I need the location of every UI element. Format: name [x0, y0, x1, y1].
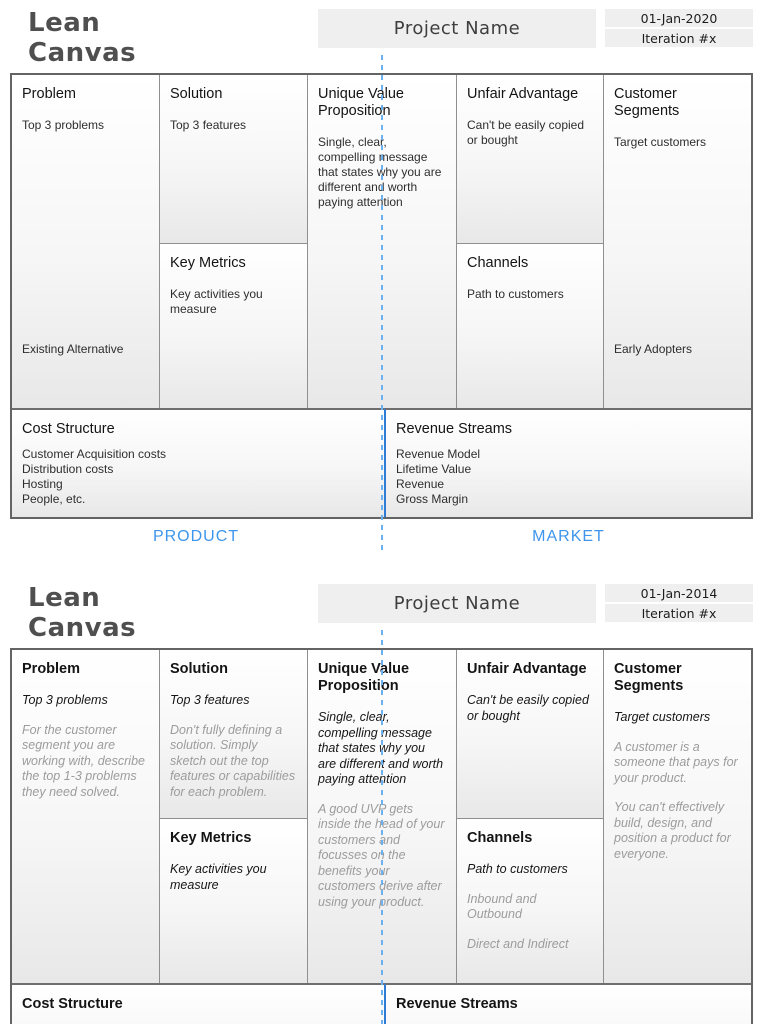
customer-segments-header: Customer Segments	[614, 86, 680, 119]
solution-header: Solution	[170, 86, 223, 102]
solution-lead: Top 3 features	[170, 693, 250, 707]
date-label: 01-Jan-2014	[640, 585, 718, 601]
uvp-header: Unique Value Proposition	[318, 661, 410, 694]
iteration-label: Iteration #x	[641, 30, 717, 46]
problem-note: For the customer segment you are working…	[22, 722, 145, 799]
project-name-box: Project Name	[318, 584, 596, 623]
customer-segments-note: A customer is a someone that pays for yo…	[614, 739, 738, 785]
product-market-divider-line	[381, 55, 383, 551]
problem-lead: Top 3 problems	[22, 693, 108, 707]
solution-cell: Solution Top 3 features	[160, 75, 308, 243]
list-item: People, etc.	[22, 492, 86, 506]
key-metrics-lead: Key activities you measure	[170, 287, 263, 316]
solution-note: Don't fully defining a solution. Simply …	[170, 722, 296, 799]
iteration-label: Iteration #x	[641, 605, 717, 621]
key-metrics-header: Key Metrics	[170, 830, 252, 846]
uvp-lead: Single, clear, compelling message that s…	[318, 135, 442, 209]
product-axis-label: PRODUCT	[152, 528, 240, 545]
early-adopters-label: Early Adopters	[614, 342, 693, 356]
solution-lead: Top 3 features	[170, 118, 247, 132]
list-item: Hosting	[22, 477, 63, 491]
problem-cell: Problem Top 3 problems Existing Alternat…	[12, 75, 160, 408]
problem-header: Problem	[22, 86, 76, 102]
project-name-box: Project Name	[318, 9, 596, 48]
key-metrics-header: Key Metrics	[170, 255, 246, 271]
cost-structure-header: Cost Structure	[22, 421, 115, 437]
revenue-streams-header: Revenue Streams	[396, 421, 513, 437]
date-label: 01-Jan-2020	[640, 10, 718, 26]
channels-note: Inbound and Outbound	[467, 891, 537, 922]
problem-lead: Top 3 problems	[22, 118, 105, 132]
existing-alternative-label: Existing Alternative	[22, 342, 124, 356]
cost-structure-list: Customer Acquisition costs	[22, 1022, 374, 1024]
customer-segments-cell: Customer Segments Target customers Early…	[604, 75, 751, 408]
solution-cell: Solution Top 3 features Don't fully defi…	[160, 650, 308, 818]
customer-segments-lead: Target customers	[614, 710, 711, 724]
key-metrics-cell: Key Metrics Key activities you measure	[160, 818, 308, 983]
unfair-advantage-header: Unfair Advantage	[467, 86, 579, 102]
problem-cell: Problem Top 3 problems For the customer …	[12, 650, 160, 983]
revenue-streams-cell: Revenue Streams Revenue Model Lifetime V…	[384, 408, 751, 517]
page-title: Lean Canvas	[28, 8, 137, 68]
list-item: Revenue Model	[396, 447, 481, 461]
unfair-advantage-cell: Unfair Advantage Can't be easily copied …	[457, 650, 604, 818]
customer-segments-lead: Target customers	[614, 135, 707, 149]
canvas-top: Lean Canvas Project Name 01-Jan-2020 Ite…	[10, 8, 753, 551]
solution-header: Solution	[170, 661, 228, 677]
key-metrics-cell: Key Metrics Key activities you measure	[160, 243, 308, 408]
channels-lead: Path to customers	[467, 862, 568, 876]
list-item: Gross Margin	[396, 492, 469, 506]
iteration-badge: Iteration #x	[605, 29, 753, 47]
channels-note: Direct and Indirect	[467, 936, 569, 951]
revenue-streams-list: Revenue Model	[396, 1022, 741, 1024]
list-item: Customer Acquisition costs	[22, 1022, 374, 1024]
cost-structure-header: Cost Structure	[22, 996, 123, 1012]
iteration-badge: Iteration #x	[605, 604, 753, 622]
channels-header: Channels	[467, 255, 529, 271]
customer-segments-note: You can't effectively build, design, and…	[614, 800, 731, 861]
channels-lead: Path to customers	[467, 287, 564, 301]
project-name-label: Project Name	[393, 18, 521, 39]
channels-cell: Channels Path to customers	[457, 243, 604, 408]
list-item: Customer Acquisition costs	[22, 447, 167, 461]
list-item: Lifetime Value	[396, 462, 472, 476]
date-badge: 01-Jan-2020	[605, 9, 753, 27]
customer-segments-header: Customer Segments	[614, 661, 684, 694]
revenue-streams-header: Revenue Streams	[396, 996, 518, 1012]
revenue-streams-list: Revenue Model Lifetime Value Revenue Gro…	[396, 447, 741, 507]
unfair-advantage-cell: Unfair Advantage Can't be easily copied …	[457, 75, 604, 243]
uvp-lead: Single, clear, compelling message that s…	[318, 710, 444, 786]
unfair-advantage-lead: Can't be easily copied or bought	[467, 118, 585, 147]
page-title: Lean Canvas	[28, 583, 137, 643]
canvas-bottom: Lean Canvas Project Name 01-Jan-2014 Ite…	[0, 575, 768, 1024]
revenue-streams-cell: Revenue Streams Revenue Model	[384, 983, 751, 1024]
list-item: Revenue Model	[396, 1022, 741, 1024]
uvp-cell: Unique Value Proposition Single, clear, …	[308, 650, 457, 983]
market-axis-label: MARKET	[532, 528, 605, 545]
problem-header: Problem	[22, 661, 81, 677]
uvp-note: A good UVP gets inside the head of your …	[318, 801, 445, 909]
cost-structure-cell: Cost Structure Customer Acquisition cost…	[12, 408, 384, 517]
product-market-divider-line	[381, 630, 383, 1024]
list-item: Distribution costs	[22, 462, 114, 476]
key-metrics-lead: Key activities you measure	[170, 862, 267, 892]
channels-cell: Channels Path to customers Inbound and O…	[457, 818, 604, 983]
channels-header: Channels	[467, 830, 533, 846]
unfair-advantage-lead: Can't be easily copied or bought	[467, 693, 589, 723]
cost-structure-cell: Cost Structure Customer Acquisition cost…	[12, 983, 384, 1024]
unfair-advantage-header: Unfair Advantage	[467, 661, 587, 677]
cost-structure-list: Customer Acquisition costs Distribution …	[22, 447, 374, 507]
customer-segments-cell: Customer Segments Target customers A cus…	[604, 650, 751, 983]
date-badge: 01-Jan-2014	[605, 584, 753, 602]
list-item: Revenue	[396, 477, 445, 491]
project-name-label: Project Name	[393, 593, 521, 614]
